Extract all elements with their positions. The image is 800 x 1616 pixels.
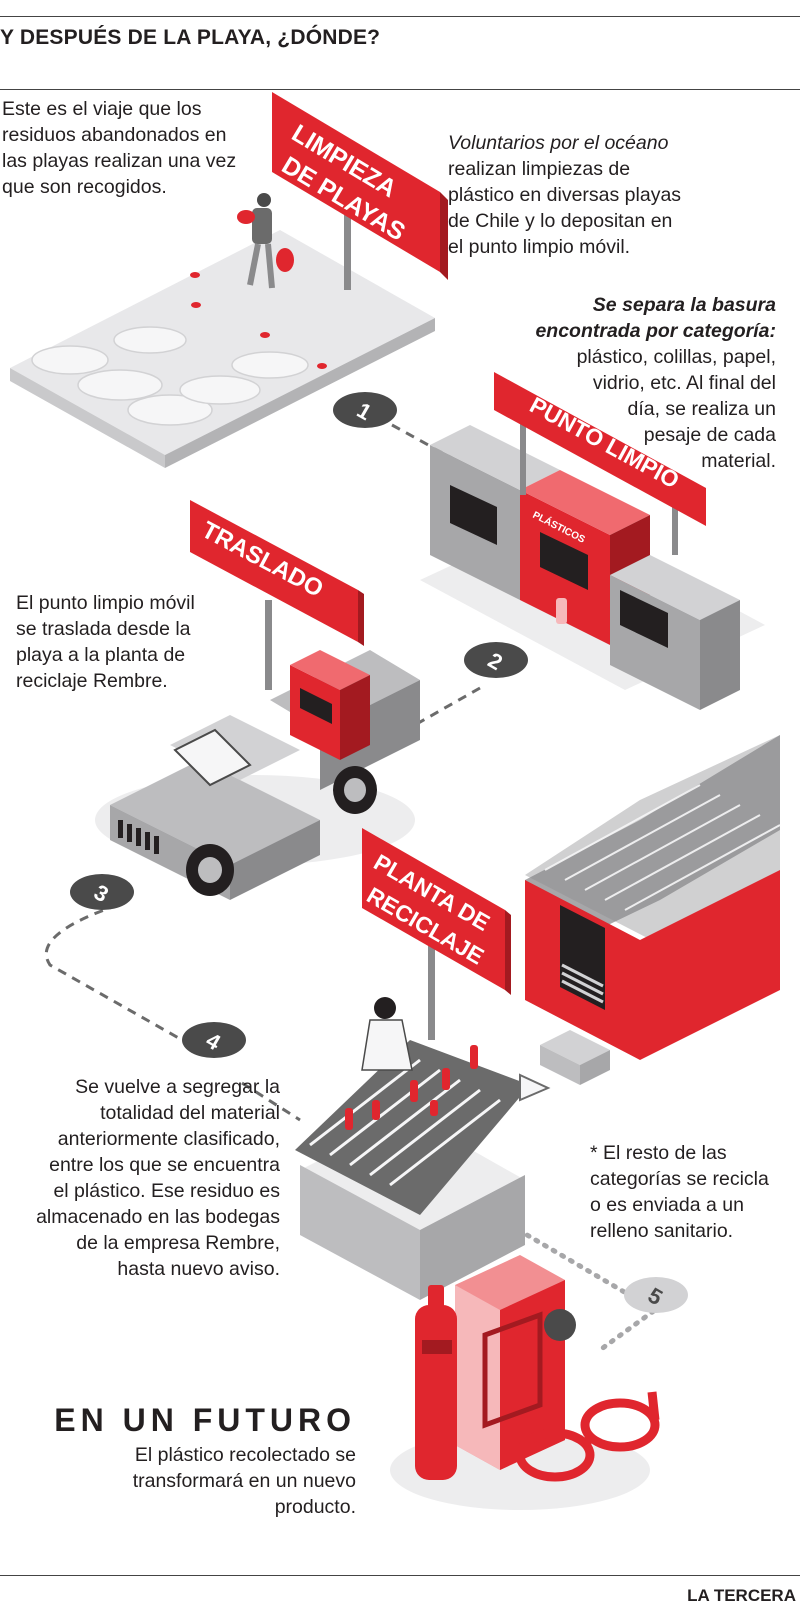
intro-line: que son recogidos. — [2, 176, 167, 198]
step3-line: se traslada desde la — [16, 618, 191, 640]
intro-text: Este es el viaje que los residuos abando… — [2, 96, 272, 200]
punto-limpio-scene: PLÁSTICOS — [420, 425, 765, 710]
step2-line: vidrio, etc. Al final del — [592, 372, 776, 394]
intro-line: Este es el viaje que los — [2, 98, 202, 120]
footnote-line: o es enviada a un — [590, 1194, 744, 1216]
step2-line: pesaje de cada — [643, 424, 776, 446]
intro-line: residuos abandonados en — [2, 124, 227, 146]
step4-line: el plástico. Ese residuo es — [53, 1180, 280, 1202]
bottom-rule — [0, 1575, 800, 1576]
future-line: producto. — [274, 1496, 356, 1518]
step-badge-3: 3 — [70, 874, 134, 910]
step-badge-2: 2 — [464, 642, 528, 678]
brand-logo-text: LA TERCERA — [687, 1586, 796, 1605]
footnote-line: relleno sanitario. — [590, 1220, 734, 1242]
footnote-line: * El resto de las — [590, 1142, 727, 1164]
volunteer-figure — [237, 193, 294, 289]
intro-line: las playas realizan una vez — [2, 150, 237, 172]
step1-line: plástico en diversas playas — [448, 184, 682, 206]
step3-line: reciclaje Rembre. — [16, 670, 168, 692]
step-badge-5: 5 — [624, 1277, 688, 1313]
step2-line: material. — [701, 450, 776, 472]
beach-scene — [10, 193, 435, 468]
future-line: transformará en un nuevo — [132, 1470, 356, 1492]
title-rule — [0, 89, 800, 90]
footnote-line: categorías se recicla — [590, 1168, 769, 1190]
future-line: El plástico recolectado se — [134, 1444, 356, 1466]
step2-emphasis: Se separa la basura — [592, 294, 776, 316]
step2-emphasis: encontrada por categoría: — [535, 320, 776, 342]
step4-line: almacenado en las bodegas — [36, 1206, 280, 1228]
step1-emphasis: Voluntarios por el océano — [448, 132, 669, 154]
step2-text: Se separa la basura encontrada por categ… — [476, 292, 776, 474]
step4-line: de la empresa Rembre, — [76, 1232, 280, 1254]
step4-text: Se vuelve a segregar la totalidad del ma… — [0, 1074, 280, 1282]
footnote-text: * El resto de las categorías se recicla … — [590, 1140, 800, 1244]
products-scene — [390, 1255, 660, 1510]
step1-line: de Chile y lo depositan en — [448, 210, 673, 232]
step4-line: entre los que se encuentra — [49, 1154, 280, 1176]
future-text: El plástico recolectado se transformará … — [56, 1442, 356, 1520]
step1-line: el punto limpio móvil. — [448, 236, 631, 258]
step3-text: El punto limpio móvil se traslada desde … — [16, 590, 246, 694]
conveyor-scene — [295, 997, 551, 1300]
route-path — [44, 423, 481, 1122]
step4-line: anteriormente clasificado, — [57, 1128, 280, 1150]
step-badge-1: 1 — [333, 392, 397, 428]
future-heading: EN UN FUTURO — [54, 1402, 356, 1438]
step2-line: día, se realiza un — [627, 398, 776, 420]
page-title: Y DESPUÉS DE LA PLAYA, ¿DÓNDE? — [0, 26, 381, 49]
step1-line: realizan limpiezas de — [448, 158, 631, 180]
step4-line: hasta nuevo aviso. — [117, 1258, 280, 1280]
warehouse-scene — [525, 735, 781, 1085]
step4-line: Se vuelve a segregar la — [75, 1076, 280, 1098]
step1-text: Voluntarios por el océano realizan limpi… — [448, 130, 748, 260]
truck-scene — [95, 650, 420, 900]
step3-line: El punto limpio móvil — [16, 592, 195, 614]
step2-line: plástico, colillas, papel, — [576, 346, 776, 368]
step3-line: playa a la planta de — [16, 644, 186, 666]
step4-line: totalidad del material — [100, 1102, 280, 1124]
step-badge-4: 4 — [182, 1022, 246, 1058]
top-rule — [0, 16, 800, 17]
